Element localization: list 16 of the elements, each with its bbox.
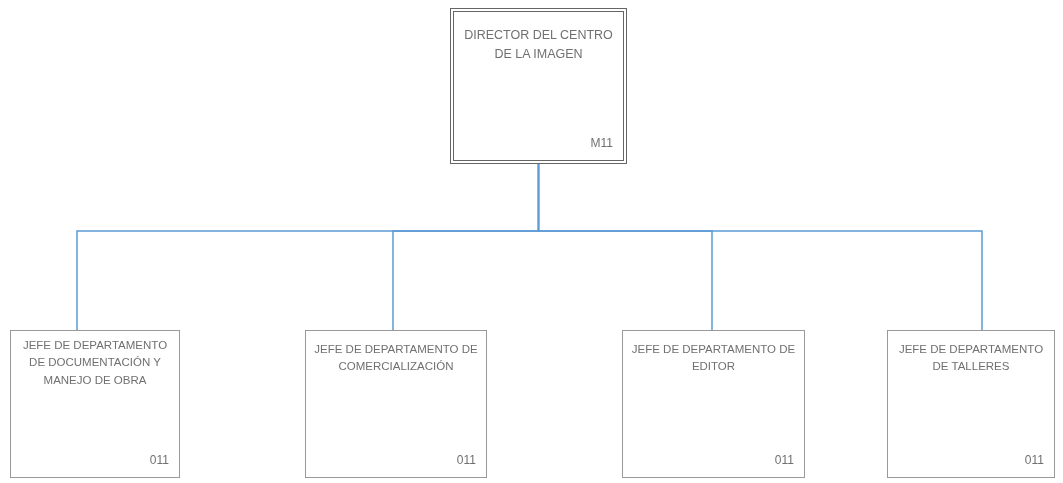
department-box [10,330,180,478]
director-box [450,8,627,164]
position-code: 011 [149,452,169,469]
department-box [305,330,487,478]
department-box [622,330,805,478]
connector-line [537,163,983,331]
position-code: 011 [1024,452,1044,469]
position-code: 011 [774,452,794,469]
position-title: JEFE DE DEPARTAMENTO DE COMERCIALIZACIÓN [313,342,479,375]
position-title: JEFE DE DEPARTAMENTO DE TALLERES [897,342,1045,375]
department-box [887,330,1055,478]
position-title: JEFE DE DEPARTAMENTO DE EDITOR [630,342,797,375]
position-code: 011 [456,452,476,469]
position-title: JEFE DE DEPARTAMENTO DE DOCUMENTACIÓN Y MANEJO DE OBRA [21,338,169,388]
position-title: DIRECTOR DEL CENTRO DE LA IMAGEN [464,27,613,63]
position-code: M11 [590,135,613,152]
